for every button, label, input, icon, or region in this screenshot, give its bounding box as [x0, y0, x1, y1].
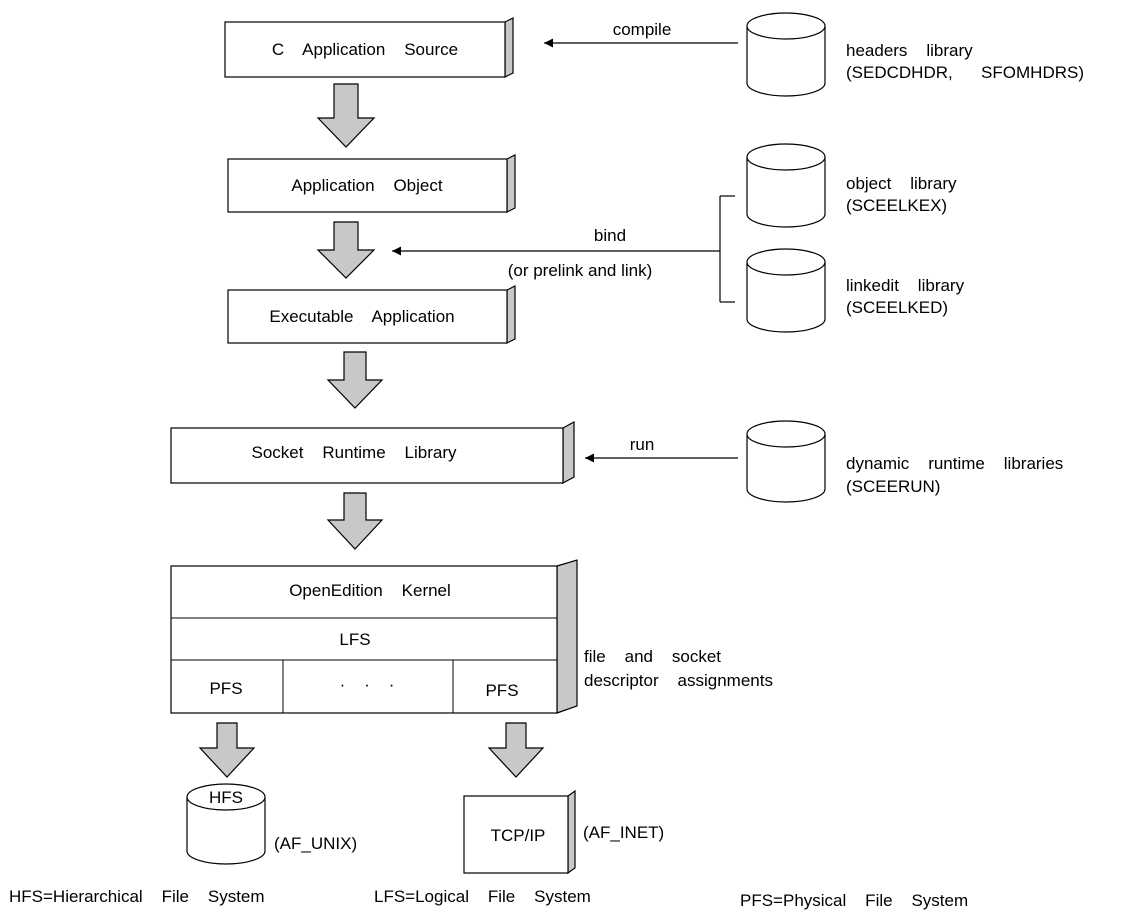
flow-arrow-3 — [326, 351, 384, 409]
source-label: C Application Source — [272, 40, 458, 59]
bind-alt-label: (or prelink and link) — [508, 261, 653, 280]
linkedit-library-cylinder — [746, 248, 826, 333]
headers-library-cylinder — [746, 12, 826, 97]
runtime-library-datasets: (SCEERUN) — [846, 477, 940, 496]
executable-application-box: Executable Application — [227, 285, 516, 344]
pfs-right-label: PFS — [485, 681, 518, 700]
linkedit-library-datasets: (SCEELKED) — [846, 298, 948, 317]
af-unix-label: (AF_UNIX) — [274, 834, 357, 853]
af-inet-label: (AF_INET) — [583, 823, 664, 842]
flow-arrow-5 — [198, 722, 256, 778]
c-application-source-box: C Application Source — [224, 17, 514, 78]
legend-hfs: HFS=Hierarchical File System — [9, 887, 265, 906]
flow-arrow-6 — [487, 722, 545, 778]
object-library-datasets: (SCEELKEX) — [846, 196, 947, 215]
object-label: Application Object — [291, 176, 442, 195]
socket-runtime-library-box: Socket Runtime Library — [170, 420, 575, 485]
linkedit-library-name: linkedit library — [846, 276, 965, 295]
flow-arrow-2 — [316, 221, 376, 279]
hfs-cylinder: HFS — [186, 783, 266, 865]
object-library-cylinder — [746, 143, 826, 228]
pfs-left-label: PFS — [209, 679, 242, 698]
legend-lfs: LFS=Logical File System — [374, 887, 591, 906]
bind-arrow: bind (or prelink and link) — [392, 195, 735, 303]
kernel-stack-box: OpenEdition Kernel LFS PFS · · · PFS — [170, 559, 578, 714]
runtime-library-name: dynamic runtime libraries — [846, 454, 1063, 473]
bind-label: bind — [594, 226, 626, 245]
hfs-label: HFS — [209, 788, 243, 807]
lfs-label: LFS — [339, 630, 370, 649]
object-library-name: object library — [846, 174, 957, 193]
kernel-label: OpenEdition Kernel — [289, 581, 451, 600]
legend-pfs: PFS=Physical File System — [740, 891, 968, 910]
compile-arrow: compile — [544, 20, 738, 48]
flow-arrow-1 — [316, 83, 376, 148]
executable-label: Executable Application — [269, 307, 454, 326]
tcpip-label: TCP/IP — [491, 826, 546, 845]
flow-arrow-4 — [326, 492, 384, 550]
flow-arrows — [198, 83, 545, 778]
run-arrow: run — [585, 435, 738, 463]
pfs-ellipsis: · · · — [340, 675, 395, 694]
kernel-note-line1: file and socket — [584, 647, 721, 666]
runtime-library-cylinder — [746, 420, 826, 503]
kernel-note-line2: descriptor assignments — [584, 671, 773, 690]
socket-runtime-label: Socket Runtime Library — [251, 443, 457, 462]
tcpip-box: TCP/IP — [463, 789, 576, 875]
headers-library-name: headers library — [846, 41, 973, 60]
compile-label: compile — [613, 20, 672, 39]
application-object-box: Application Object — [227, 154, 516, 213]
run-label: run — [630, 435, 655, 454]
headers-library-datasets: (SEDCDHDR, SFOMHDRS) — [846, 63, 1084, 82]
